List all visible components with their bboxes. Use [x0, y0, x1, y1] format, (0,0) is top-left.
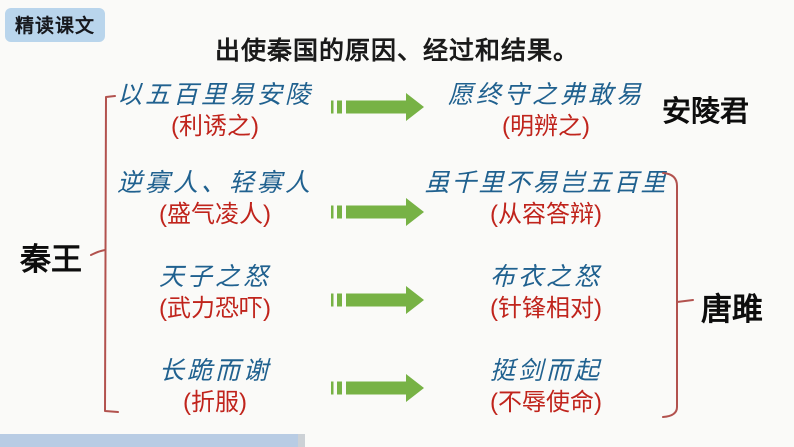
- phrase-note: (武力恐吓): [159, 295, 271, 322]
- row4-right-phrase: 挺剑而起 (不辱使命): [412, 356, 680, 418]
- arrow-icon: [331, 92, 425, 122]
- phrase-note: (针锋相对): [490, 295, 602, 322]
- phrase-note: (从容答辩): [490, 201, 602, 228]
- actor-label-qinwang: 秦王: [20, 242, 82, 277]
- phrase-main: 天子之怒: [158, 262, 271, 291]
- row2-right-phrase: 虽千里不易岂五百里 (从容答辩): [412, 168, 680, 230]
- phrase-main: 虽千里不易岂五百里: [424, 168, 668, 197]
- phrase-note: (盛气凌人): [159, 201, 271, 228]
- arrow-icon: [331, 373, 425, 403]
- phrase-main: 布衣之怒: [489, 262, 602, 291]
- arrow-icon: [331, 285, 425, 315]
- row1-left-phrase: 以五百里易安陵 (利诱之): [95, 80, 335, 142]
- row2-left-phrase: 逆寡人、轻寡人 (盛气凌人): [95, 168, 335, 230]
- actor-label-anlingjun: 安陵君: [662, 96, 750, 128]
- phrase-main: 挺剑而起: [489, 356, 602, 385]
- row4-left-phrase: 长跪而谢 (折服): [95, 356, 335, 418]
- row3-left-phrase: 天子之怒 (武力恐吓): [95, 262, 335, 324]
- phrase-main: 愿终守之弗敢易: [447, 80, 644, 109]
- phrase-main: 以五百里易安陵: [116, 80, 313, 109]
- bottom-bar: [0, 434, 298, 447]
- phrase-main: 长跪而谢: [158, 356, 271, 385]
- phrase-note: (折服): [183, 389, 247, 416]
- arrow-icon: [331, 197, 425, 227]
- left-bracket-tick: [90, 249, 106, 256]
- actor-label-tangju: 唐雎: [701, 292, 763, 327]
- row1-right-phrase: 愿终守之弗敢易 (明辨之): [412, 80, 680, 142]
- phrase-note: (明辨之): [502, 113, 590, 140]
- phrase-main: 逆寡人、轻寡人: [116, 168, 313, 197]
- bottom-bar-notch: [298, 434, 305, 447]
- phrase-note: (利诱之): [171, 113, 259, 140]
- section-badge: 精读课文: [5, 8, 106, 42]
- page-title: 出使秦国的原因、经过和结果。: [214, 37, 579, 65]
- row3-right-phrase: 布衣之怒 (针锋相对): [412, 262, 680, 324]
- phrase-note: (不辱使命): [490, 389, 602, 416]
